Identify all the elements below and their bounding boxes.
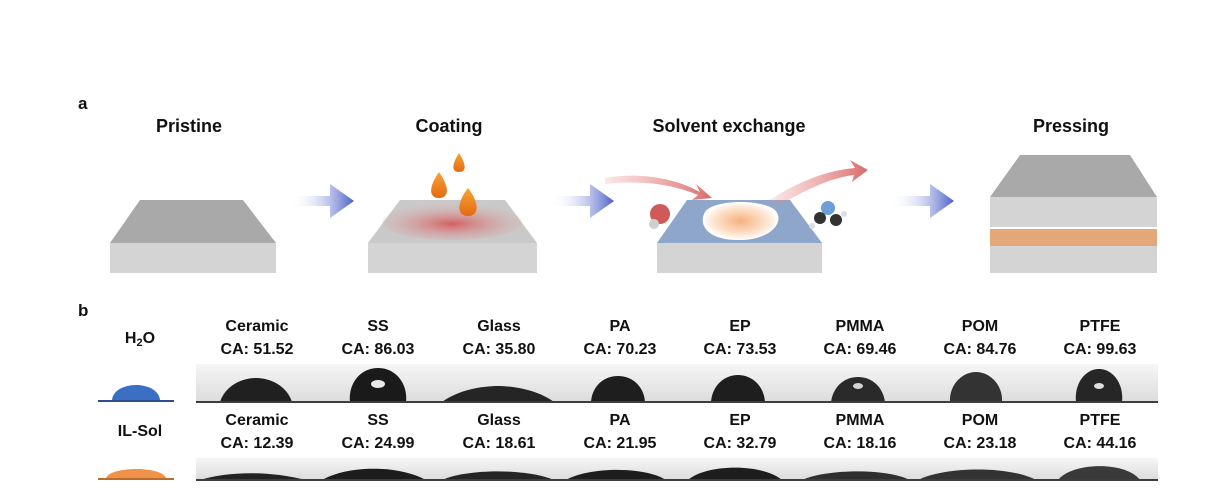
contact-angle-label: CA: 21.95 bbox=[583, 435, 657, 452]
ilsol-droplet-ptfe bbox=[1058, 466, 1140, 480]
material-label: PMMA bbox=[835, 318, 885, 335]
contact-angle-label: CA: 44.16 bbox=[1063, 435, 1137, 452]
material-label: EP bbox=[729, 318, 751, 335]
contact-angle-label: CA: 99.63 bbox=[1063, 341, 1137, 358]
process-illustration bbox=[110, 153, 1157, 273]
contact-angle-label: CA: 35.80 bbox=[462, 341, 536, 358]
water-baseline bbox=[98, 400, 174, 402]
pressing-stack bbox=[990, 155, 1157, 273]
pristine-slab bbox=[110, 200, 276, 273]
step-title-pressing: Pressing bbox=[1032, 116, 1110, 136]
arrow-2 bbox=[550, 184, 614, 218]
ilsol-droplet-glass bbox=[442, 471, 554, 480]
material-label: PA bbox=[609, 318, 631, 335]
liquid-label-water-tail: O bbox=[142, 330, 156, 347]
material-label: Ceramic bbox=[225, 412, 289, 429]
ilsol-droplet-ep bbox=[688, 467, 782, 480]
contact-angle-label: CA: 84.76 bbox=[943, 341, 1017, 358]
contact-angle-label: CA: 51.52 bbox=[220, 341, 294, 358]
contact-angle-label: CA: 23.18 bbox=[943, 435, 1017, 452]
liquid-label-water-subscript: 2 bbox=[136, 337, 143, 349]
solvent-exchange-slab bbox=[605, 160, 868, 273]
water-droplet-pmma bbox=[831, 377, 885, 402]
ilsol-droplet-pom bbox=[918, 469, 1036, 480]
ilsol-droplet-ceramic bbox=[200, 473, 306, 480]
panel-b-letter: b bbox=[78, 301, 89, 320]
orange-droplets bbox=[431, 153, 477, 216]
water-substrate-baseline bbox=[196, 401, 1158, 403]
contact-angle-label: CA: 73.53 bbox=[703, 341, 777, 358]
step-title-pristine: Pristine bbox=[155, 116, 223, 136]
ilsol-droplet-ss bbox=[322, 468, 426, 480]
material-label: PTFE bbox=[1079, 318, 1121, 335]
contact-angle-label: CA: 18.16 bbox=[823, 435, 897, 452]
material-label: Ceramic bbox=[225, 318, 289, 335]
water-droplet-ceramic bbox=[220, 378, 292, 402]
water-droplet-photo-strip bbox=[196, 364, 1158, 402]
arrow-1 bbox=[290, 184, 354, 218]
water-droplet-ep bbox=[711, 375, 765, 402]
contact-angle-label: CA: 70.23 bbox=[583, 341, 657, 358]
material-label: PMMA bbox=[835, 412, 885, 429]
contact-angle-label: CA: 32.79 bbox=[703, 435, 777, 452]
contact-angle-label: CA: 24.99 bbox=[341, 435, 415, 452]
material-label: POM bbox=[961, 318, 999, 335]
material-label: SS bbox=[367, 318, 389, 335]
contact-angle-label: CA: 18.61 bbox=[462, 435, 536, 452]
coating-slab bbox=[368, 200, 537, 273]
ilsol-droplet-pa bbox=[566, 469, 666, 480]
material-label: PTFE bbox=[1079, 412, 1121, 429]
arrow-3 bbox=[890, 184, 954, 218]
ilsol-droplet-icon bbox=[106, 469, 166, 478]
ilsol-baseline bbox=[98, 478, 174, 480]
material-label: EP bbox=[729, 412, 751, 429]
material-label: POM bbox=[961, 412, 999, 429]
water-droplet-pom bbox=[949, 372, 1003, 402]
step-title-solvent-exchange: Solvent exchange bbox=[652, 116, 806, 136]
water-droplet-glass bbox=[442, 386, 554, 402]
step-title-coating: Coating bbox=[415, 116, 483, 136]
material-label: SS bbox=[367, 412, 389, 429]
panel-a-letter: a bbox=[78, 94, 88, 113]
contact-angle-label: CA: 12.39 bbox=[220, 435, 294, 452]
material-label: PA bbox=[609, 412, 631, 429]
material-label: Glass bbox=[477, 318, 521, 335]
il-sol-substrate-baseline bbox=[196, 479, 1158, 481]
il-sol-droplet-photo-strip bbox=[196, 458, 1158, 480]
water-droplet-icon bbox=[112, 385, 160, 400]
ilsol-droplet-pmma bbox=[802, 471, 910, 480]
contact-angle-label: CA: 86.03 bbox=[341, 341, 415, 358]
liquid-label-il-sol: IL-Sol bbox=[117, 423, 163, 440]
material-label: Glass bbox=[477, 412, 521, 429]
contact-angle-label: CA: 69.46 bbox=[823, 341, 897, 358]
liquid-label-water-base: H bbox=[124, 330, 137, 347]
water-droplet-pa bbox=[591, 376, 645, 402]
liquid-label-water: H2O bbox=[100, 330, 180, 349]
